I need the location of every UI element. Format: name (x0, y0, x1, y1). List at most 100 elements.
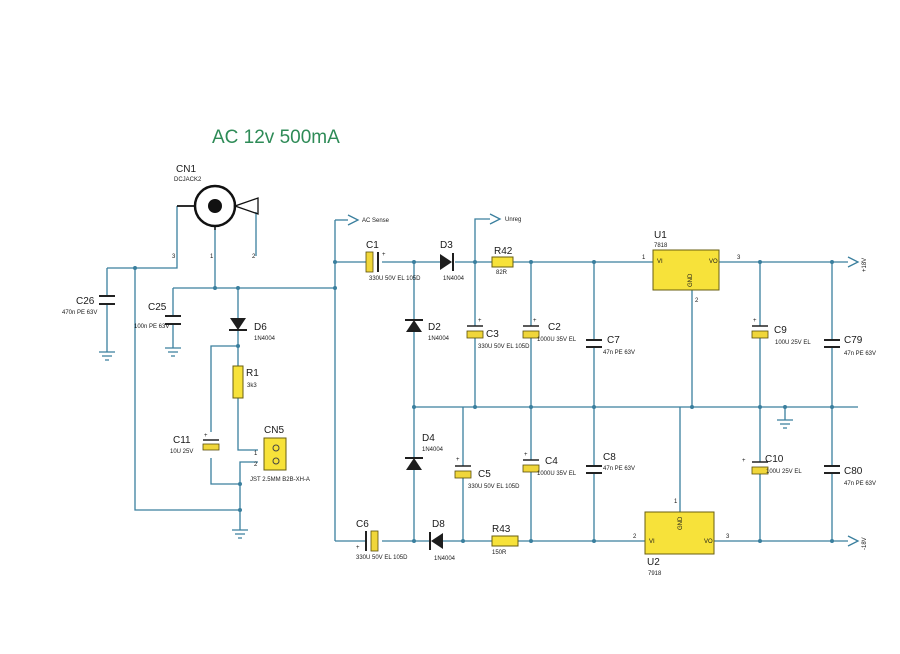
d2-ref: D2 (428, 322, 441, 333)
d4-ref: D4 (422, 433, 435, 444)
cn5-ref: CN5 (264, 425, 284, 436)
c6-value: 330U 50V EL 105D (356, 555, 408, 561)
capacitor-c25 (165, 315, 181, 325)
d6-ref: D6 (254, 322, 267, 333)
c3-ref: C3 (486, 329, 499, 340)
r43-ref: R43 (492, 524, 511, 535)
c5-polarity: + (456, 457, 460, 463)
capacitor-c7 (586, 339, 602, 348)
c7-ref: C7 (607, 335, 620, 346)
c5-ref: C5 (478, 469, 491, 480)
diode-d2 (405, 319, 423, 332)
wire-network (106, 206, 858, 542)
capacitor-c80 (824, 465, 840, 474)
c7-value: 47n PE 63V (603, 350, 635, 356)
cn1-pin1: 1 (210, 254, 214, 260)
capacitor-c5 (454, 465, 472, 479)
ground-icon (232, 529, 248, 539)
regulator-u2 (644, 511, 715, 555)
c9-polarity: + (753, 318, 757, 324)
cn1-ref: CN1 (176, 164, 196, 175)
diode-d6 (229, 318, 247, 331)
u2-pin1: 1 (674, 499, 678, 505)
output-flag-negative (847, 535, 860, 547)
capacitor-c6 (365, 530, 379, 552)
resistor-r42 (491, 256, 514, 268)
capacitor-c26 (99, 295, 115, 305)
c25-ref: C25 (148, 302, 167, 313)
capacitor-c3 (466, 325, 484, 339)
c2-ref: C2 (548, 322, 561, 333)
net-label-pos18: +18V (862, 258, 868, 272)
c9-value: 100U 25V EL (775, 340, 811, 346)
net-flag-ac-sense (347, 214, 360, 226)
c5-value: 330U 50V EL 105D (468, 484, 520, 490)
d3-value: 1N4004 (443, 276, 465, 282)
u1-value: 7818 (654, 243, 668, 249)
c1-polarity: + (382, 252, 386, 258)
ground-icon (165, 347, 181, 357)
d8-value: 1N4004 (434, 556, 456, 562)
c4-polarity: + (524, 452, 528, 458)
u2-value: 7918 (648, 571, 662, 577)
c1-ref: C1 (366, 240, 379, 251)
c9-ref: C9 (774, 325, 787, 336)
d2-value: 1N4004 (428, 336, 450, 342)
c6-ref: C6 (356, 519, 369, 530)
u1-pin-vo: VO (709, 259, 718, 265)
c3-value: 330U 50V EL 105D (478, 344, 530, 350)
c11-ref: C11 (173, 435, 191, 446)
u2-ref: U2 (647, 557, 660, 568)
c11-polarity: + (204, 433, 208, 439)
regulator-u1 (652, 249, 720, 291)
capacitor-c4 (522, 459, 540, 473)
c80-ref: C80 (844, 466, 863, 477)
cn1-pin2: 2 (252, 254, 256, 260)
ground-icon (99, 351, 115, 361)
c2-polarity: + (533, 318, 537, 324)
c4-ref: C4 (545, 456, 558, 467)
diode-d4 (405, 457, 423, 470)
dc-jack-cn1 (177, 184, 259, 230)
capacitor-c1 (365, 251, 379, 273)
cn5-part: JST 2.5MM B2B-XH-A (250, 477, 310, 483)
capacitor-c8 (586, 465, 602, 474)
c1-value: 330U 50V EL 105D (369, 276, 421, 282)
d8-ref: D8 (432, 519, 445, 530)
u2-pin2: 2 (633, 534, 637, 540)
u1-pin1: 1 (642, 255, 646, 261)
ground-icon (777, 419, 793, 429)
u1-pin-gnd: GND (688, 273, 694, 287)
net-label-ac-sense: AC Sense (362, 218, 390, 224)
capacitor-c10 (751, 461, 769, 475)
d4-value: 1N4004 (422, 447, 444, 453)
u1-pin2: 2 (695, 298, 699, 304)
c80-value: 47n PE 63V (844, 481, 876, 487)
capacitor-c11 (202, 439, 220, 451)
cn5-pin2: 2 (254, 462, 258, 468)
c25-value: 100n PE 63V (134, 324, 169, 330)
c8-ref: C8 (603, 452, 616, 463)
schematic-title: AC 12v 500mA (212, 127, 340, 148)
junction-dots (133, 260, 834, 543)
c11-value: 10U 25V (170, 449, 193, 455)
c4-value: 1000U 35V EL (537, 471, 577, 477)
c2-value: 1000U 35V EL (537, 337, 577, 343)
c6-polarity: + (356, 545, 360, 551)
diode-d3 (440, 253, 454, 271)
u1-ref: U1 (654, 230, 667, 241)
r1-ref: R1 (246, 368, 259, 379)
cn1-part: DCJACK2 (174, 177, 202, 183)
d6-value: 1N4004 (254, 336, 276, 342)
r1-value: 3k3 (247, 383, 257, 389)
cn5-pin1: 1 (254, 451, 258, 457)
c10-value: 100U 25V EL (766, 469, 802, 475)
resistor-r43 (491, 535, 519, 547)
r42-ref: R42 (494, 246, 513, 257)
u2-pin-vo: VO (704, 539, 713, 545)
connector-cn5 (263, 437, 287, 471)
c8-value: 47n PE 63V (603, 466, 635, 472)
capacitor-c2 (522, 325, 540, 339)
c10-polarity: + (742, 458, 746, 464)
u2-pin-gnd: GND (678, 516, 684, 530)
